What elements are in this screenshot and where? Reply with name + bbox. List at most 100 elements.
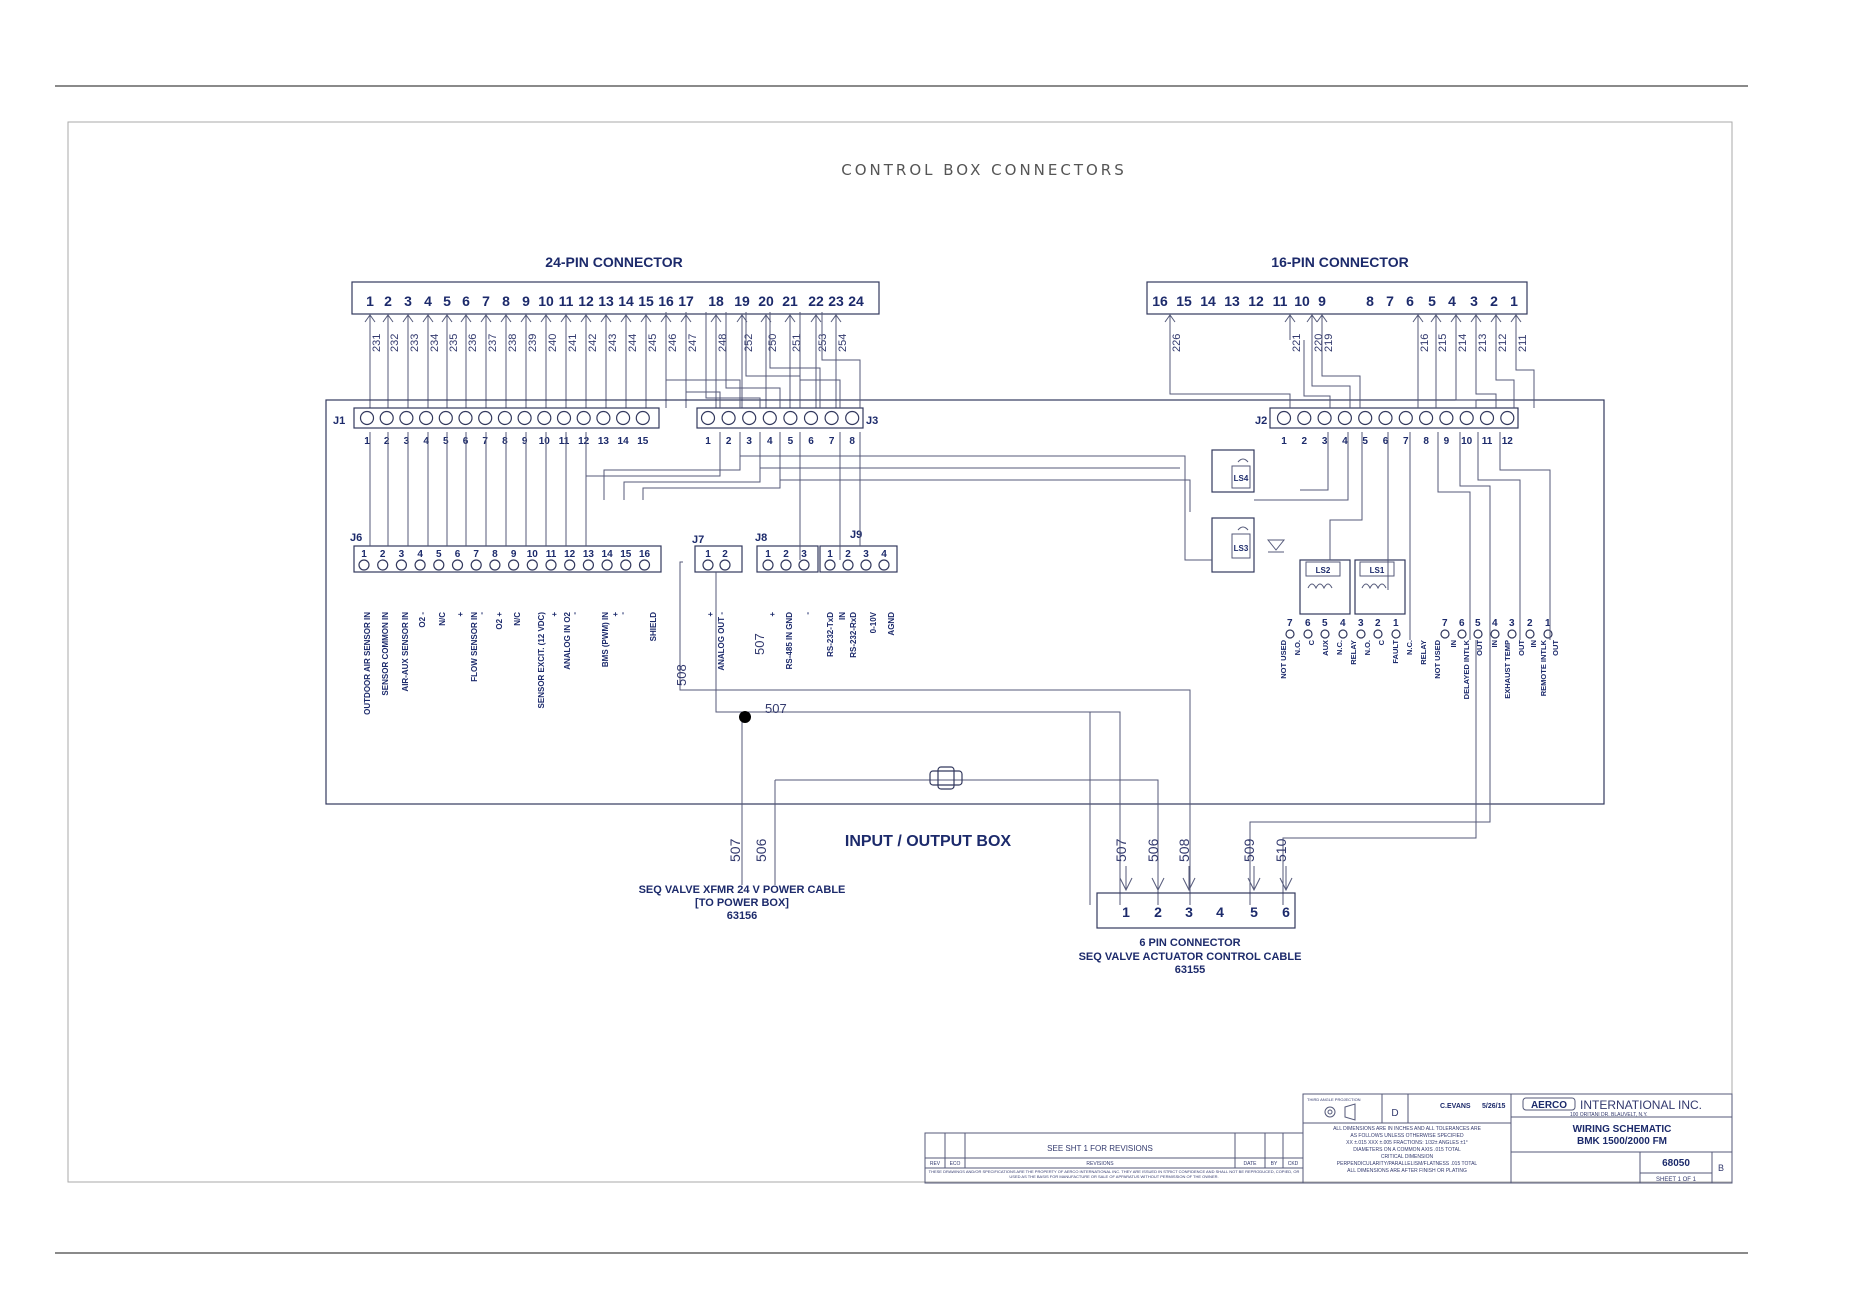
pin24-wire bbox=[540, 314, 552, 408]
signal-label: + bbox=[550, 612, 559, 617]
j6-pin: 7 bbox=[473, 549, 479, 560]
pin24-wire-label: 239 bbox=[527, 334, 539, 352]
pin16-pin: 11 bbox=[1273, 293, 1288, 309]
tolerance-note: DIAMETERS ON A COMMON AXIS .015 TOTAL bbox=[1353, 1147, 1461, 1153]
cable-wire-507: 507 bbox=[727, 838, 743, 862]
pin16-pin: 7 bbox=[1386, 293, 1394, 309]
pin24-pin: 12 bbox=[578, 293, 594, 309]
j3-terminal bbox=[762, 410, 777, 426]
pin24-wire bbox=[620, 314, 632, 408]
drawing-title-2: BMK 1500/2000 FM bbox=[1577, 1136, 1667, 1147]
j1-pin: 12 bbox=[578, 436, 590, 447]
pin24-wire-label: 236 bbox=[467, 334, 479, 352]
pin16-wire-label: 211 bbox=[1517, 334, 1529, 352]
j1-terminal bbox=[596, 410, 611, 426]
pin24-pin: 1 bbox=[366, 293, 374, 309]
tolerance-note: CRITICAL DIMENSION bbox=[1381, 1154, 1434, 1160]
pin6-wire bbox=[1119, 866, 1133, 892]
pin6-pin: 6 bbox=[1282, 904, 1290, 920]
pin16-label: 16-PIN CONNECTOR bbox=[1271, 254, 1408, 270]
j2-terminal bbox=[1358, 410, 1373, 426]
power-cable-line3: 63156 bbox=[727, 910, 758, 922]
j1-terminal bbox=[635, 410, 650, 426]
pin6-pin: 2 bbox=[1154, 904, 1162, 920]
pin6-wire bbox=[1279, 866, 1293, 892]
j1-pin: 10 bbox=[539, 436, 551, 447]
j6-pin: 16 bbox=[639, 549, 651, 560]
j3-terminal bbox=[845, 410, 860, 426]
signal-label: IN bbox=[1449, 640, 1458, 648]
pin16-wire bbox=[1510, 314, 1522, 340]
pin6-pin: 4 bbox=[1216, 904, 1224, 920]
j1-terminal bbox=[419, 410, 434, 426]
j1-pin: 15 bbox=[637, 436, 649, 447]
pin6-line3: 63155 bbox=[1175, 964, 1206, 976]
company-name: INTERNATIONAL INC. bbox=[1580, 1098, 1702, 1112]
j2-term-circle bbox=[1320, 629, 1330, 639]
j6-pin: 5 bbox=[436, 549, 442, 560]
j2-pin: 5 bbox=[1362, 436, 1368, 447]
pin16-wire bbox=[1430, 314, 1442, 340]
pin24-wire-label: 241 bbox=[567, 334, 579, 352]
j1-pin: 4 bbox=[423, 436, 429, 447]
j9-terminal bbox=[878, 559, 890, 571]
j2-header bbox=[1269, 407, 1519, 429]
signal-label: + bbox=[456, 612, 465, 617]
j3-terminal bbox=[803, 410, 819, 426]
j2-pin: 12 bbox=[1502, 436, 1514, 447]
pin24-pin: 6 bbox=[462, 293, 470, 309]
j1-pin: 13 bbox=[598, 436, 610, 447]
pin16-pin: 1 bbox=[1510, 293, 1518, 309]
pin24-wire-label: 231 bbox=[371, 334, 383, 352]
pin16-wire-label: 215 bbox=[1437, 334, 1449, 352]
j6-terminal bbox=[433, 559, 445, 571]
pin24-pin: 7 bbox=[482, 293, 490, 309]
pin24-wire-label: 235 bbox=[448, 334, 460, 352]
j2-term-number: 1 bbox=[1545, 618, 1551, 629]
j6-terminal bbox=[620, 559, 632, 571]
pin16-pin: 16 bbox=[1152, 293, 1168, 309]
pin16-pin: 14 bbox=[1200, 293, 1216, 309]
svg-text:ECO: ECO bbox=[950, 1161, 961, 1167]
j1-terminal bbox=[478, 410, 493, 426]
svg-text:LS1: LS1 bbox=[1370, 566, 1385, 575]
sheet-number: SHEET 1 OF 1 bbox=[1656, 1177, 1697, 1183]
j3-pin: 4 bbox=[767, 436, 773, 447]
pin24-wire bbox=[784, 314, 796, 408]
pin16-wire-label: 216 bbox=[1419, 334, 1431, 352]
pin24-pin: 21 bbox=[782, 293, 798, 309]
pin24-pin: 9 bbox=[522, 293, 530, 309]
j2-terminal bbox=[1297, 410, 1312, 426]
pin16-wire bbox=[1490, 314, 1502, 340]
j2-term-circle bbox=[1457, 629, 1467, 639]
j7-label: J7 bbox=[692, 534, 704, 546]
j2-pin: 3 bbox=[1322, 436, 1328, 447]
pin24-wire-label: 243 bbox=[607, 334, 619, 352]
j3-terminal bbox=[721, 410, 736, 426]
j1-pin: 9 bbox=[522, 436, 528, 447]
j9-pin: 3 bbox=[863, 549, 869, 560]
power-cable-line1: SEQ VALVE XFMR 24 V POWER CABLE bbox=[639, 884, 846, 896]
j2-term-circle bbox=[1490, 629, 1500, 639]
pin24-pin: 19 bbox=[734, 293, 750, 309]
j1-pin: 8 bbox=[502, 436, 508, 447]
j2-pin: 6 bbox=[1383, 436, 1389, 447]
j2-term-number: 6 bbox=[1305, 618, 1311, 629]
pin24-wire bbox=[402, 314, 414, 408]
j8-terminal bbox=[762, 559, 774, 571]
j7-pin: 1 bbox=[705, 549, 711, 560]
pin24-wire bbox=[830, 314, 842, 408]
svg-text:LS3: LS3 bbox=[1234, 544, 1249, 553]
j3-pin: 3 bbox=[746, 436, 752, 447]
signal-label: - bbox=[477, 612, 486, 615]
j6-terminal bbox=[470, 559, 482, 571]
svg-text:BY: BY bbox=[1271, 1161, 1278, 1167]
j6-terminal bbox=[489, 559, 501, 571]
signal-label: C bbox=[1377, 639, 1386, 645]
j2-pin: 11 bbox=[1482, 436, 1493, 447]
svg-text:LS4: LS4 bbox=[1234, 474, 1249, 483]
pin16-wire bbox=[1284, 314, 1296, 340]
